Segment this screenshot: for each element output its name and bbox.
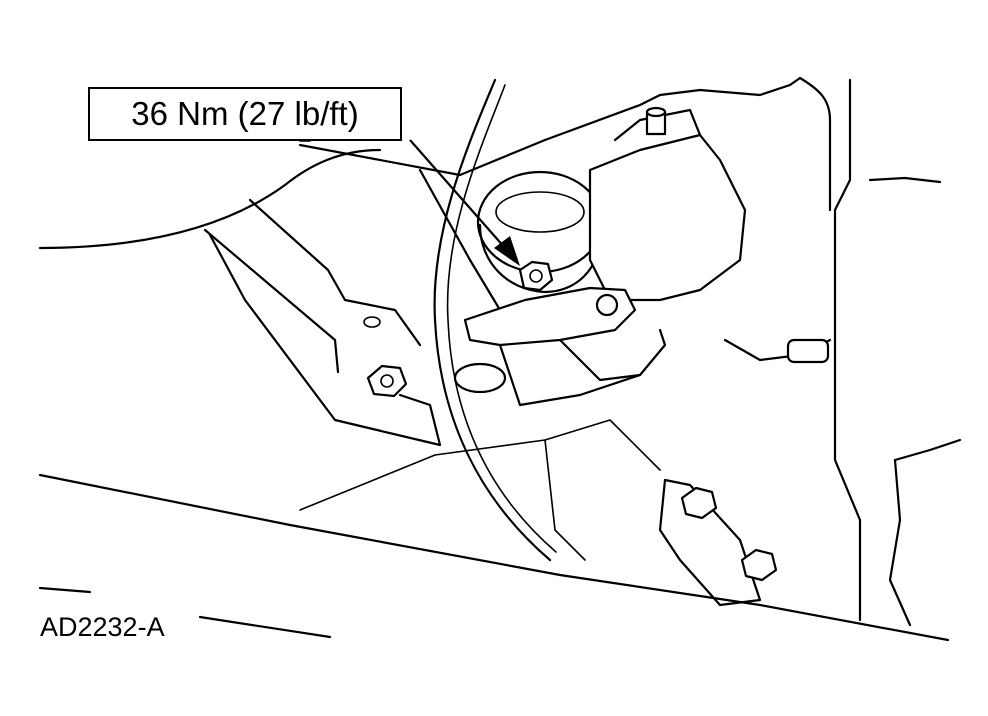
lower-hole — [453, 362, 507, 394]
crossmember-top — [298, 93, 662, 177]
mount-bowl — [476, 170, 604, 274]
crossmember-body — [418, 168, 502, 312]
small-hole-left — [363, 316, 381, 328]
callout-arrow-line — [409, 139, 506, 249]
stud-upper-top — [645, 106, 667, 118]
oil-pan-edge — [38, 473, 950, 642]
housing-lower-edge — [208, 233, 442, 447]
arm-lower-leg-inner — [558, 338, 642, 382]
lower-body-line — [299, 419, 661, 511]
housing-edge-inner — [248, 198, 422, 347]
wire-connector — [786, 338, 830, 364]
callout-arrow-head — [494, 236, 520, 266]
mount-bowl-rim — [495, 191, 585, 233]
mount-nut — [518, 260, 554, 292]
cable — [433, 78, 552, 562]
frame-rail-right — [868, 176, 942, 184]
bolt-left — [366, 364, 408, 398]
frame-rail-left — [833, 78, 862, 622]
crossmember-upper-right — [658, 76, 802, 97]
frame-wavy-edge — [798, 76, 832, 212]
transmission-housing-outline — [38, 148, 382, 250]
torque-callout: 36 Nm (27 lb/ft) — [88, 87, 402, 141]
frame-rail-right-lower — [893, 438, 962, 462]
bolt-left-center — [380, 374, 394, 388]
mount-arm — [463, 286, 637, 347]
bottom-line — [198, 615, 332, 639]
bolt-lower-upper — [680, 486, 718, 520]
mount-nut-center — [529, 269, 543, 283]
arm-hole — [595, 293, 619, 317]
frame-lower-edge — [888, 458, 912, 627]
bolt-lower-lower — [740, 548, 778, 582]
housing-edge — [203, 228, 340, 374]
mount-bracket — [588, 133, 747, 302]
lower-body-line-2 — [544, 439, 586, 561]
arm-lower-leg — [498, 328, 667, 407]
bottom-short-line — [38, 586, 92, 594]
figure-id: AD2232-A — [40, 612, 165, 642]
cable-edge — [446, 84, 557, 553]
